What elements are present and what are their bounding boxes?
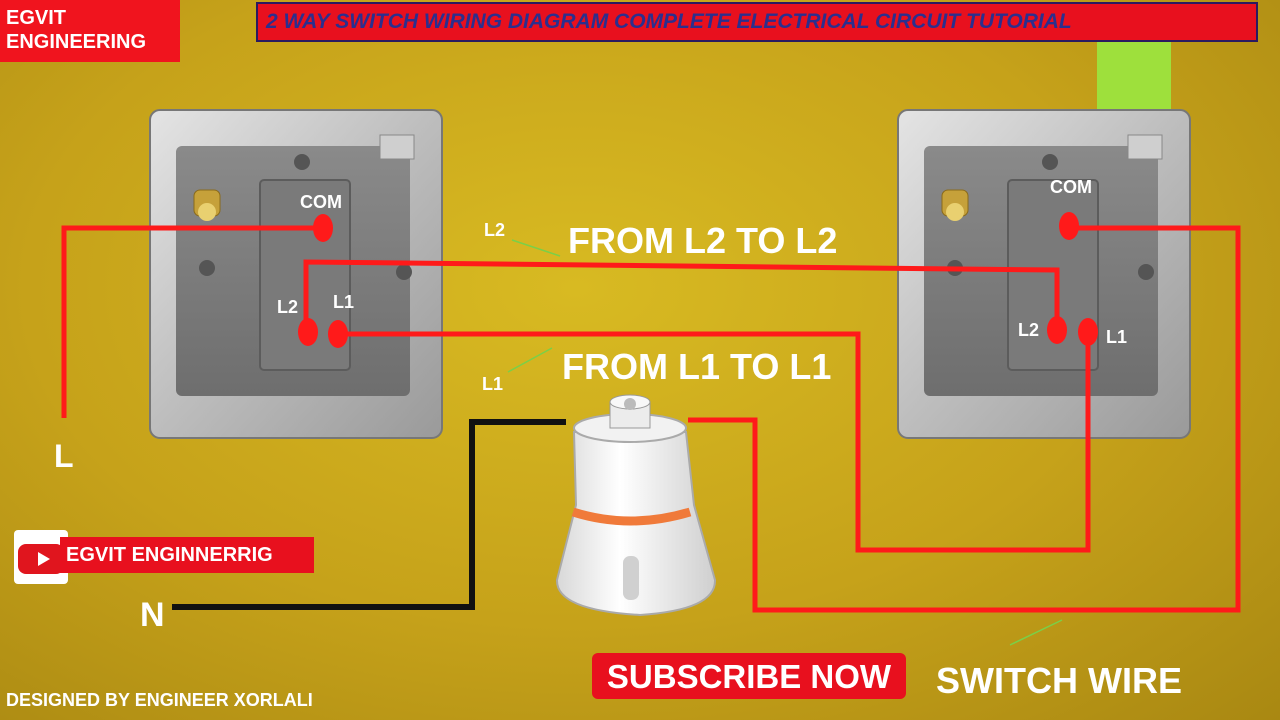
from-l2-to-l2-label: FROM L2 TO L2: [568, 220, 838, 261]
channel-name[interactable]: EGVIT ENGINNERRIG: [60, 537, 314, 573]
subscribe-button[interactable]: SUBSCRIBE NOW: [592, 653, 906, 699]
lamp-holder: [555, 394, 717, 617]
switch-wire: [688, 225, 1241, 613]
brand-line-1: EGVIT: [6, 7, 67, 29]
brand-line-2: ENGINEERING: [6, 31, 147, 53]
page-title: 2 WAY SWITCH WIRING DIAGRAM COMPLETE ELE…: [256, 2, 1258, 42]
youtube-icon[interactable]: [14, 530, 68, 584]
play-icon: [18, 544, 64, 574]
left-switch: [149, 109, 443, 439]
right-com-label: COM: [1050, 177, 1092, 197]
live-wires: [61, 225, 1241, 613]
left-l1-label: L1: [333, 292, 355, 312]
l2-small-label: L2: [484, 220, 506, 240]
l1-small-label: L1: [482, 374, 504, 394]
right-l2-label: L2: [1018, 320, 1040, 340]
neutral-wire: [172, 419, 566, 610]
right-switch: [897, 109, 1191, 439]
left-l2-label: L2: [277, 297, 299, 317]
green-bar: [1097, 42, 1171, 114]
terminal-dots: [298, 212, 1098, 348]
switch-wire-label: SWITCH WIRE: [936, 660, 1182, 701]
left-com-label: COM: [300, 192, 342, 212]
credit-text: DESIGNED BY ENGINEER XORLALI: [6, 690, 313, 710]
l1-link-wire: [338, 331, 1091, 553]
from-l1-to-l1-label: FROM L1 TO L1: [562, 346, 832, 387]
live-input-wire: [61, 225, 323, 418]
pointer-lines: [507, 239, 1063, 646]
neutral-terminal-label: N: [140, 596, 165, 634]
l2-link-wire: [303, 259, 1060, 332]
live-terminal-label: L: [54, 438, 74, 474]
brand-logo: EGVIT ENGINEERING: [0, 0, 180, 62]
right-l1-label: L1: [1106, 327, 1128, 347]
